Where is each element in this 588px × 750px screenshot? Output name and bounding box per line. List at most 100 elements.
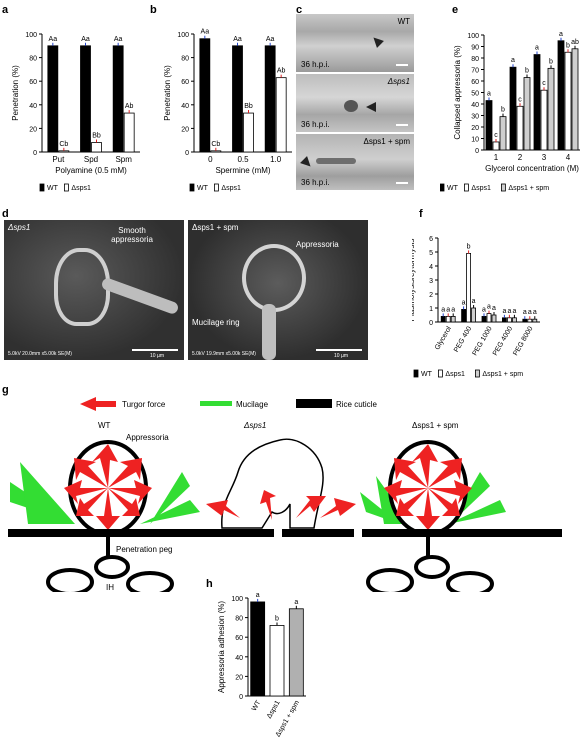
rice-cuticle <box>202 529 274 537</box>
x-tick-label: 2 <box>518 153 523 162</box>
significance-label: a <box>492 305 496 312</box>
bar <box>450 316 456 323</box>
y-tick-label: 100 <box>467 33 479 40</box>
y-axis-label: Penetration (%) <box>163 65 172 121</box>
y-axis-label: Plasmolysis/cytorrhysis <box>412 239 416 322</box>
significance-label: b <box>525 68 529 75</box>
panel-letter-g: g <box>2 384 9 396</box>
y-tick-label: 20 <box>471 125 479 132</box>
penetration-peg-label: Penetration peg <box>116 545 173 554</box>
rice-cuticle <box>8 529 208 537</box>
significance-label: a <box>528 309 532 316</box>
diagram-panel-g: Turgor force Mucilage Rice cuticle WT Δs… <box>8 397 562 592</box>
scale-bar <box>396 124 408 126</box>
bar <box>243 112 254 153</box>
panel-letter-e: e <box>452 4 459 16</box>
legend-swatch <box>214 183 219 192</box>
sps1-spm-diagram <box>360 440 562 592</box>
y-tick-label: 80 <box>471 56 479 63</box>
bar <box>516 105 524 151</box>
y-tick-label: 20 <box>235 674 243 681</box>
rice-cuticle <box>362 529 562 537</box>
g-title-sps1: Δsps1 <box>243 421 266 430</box>
significance-label: a <box>512 308 516 315</box>
x-tick-label: Spd <box>84 155 98 164</box>
significance-label: Aa <box>266 36 275 43</box>
micrograph-sps1: Δsps1 36 h.p.i. <box>296 74 414 132</box>
x-axis-label: Glycerol concentration (M) <box>485 164 579 173</box>
bar <box>564 51 572 151</box>
bar <box>210 150 222 153</box>
y-tick-label: 0 <box>239 694 243 701</box>
legend-swatch <box>437 369 443 378</box>
sem-image-sps1: Δsps1 Smooth appressoria 5.0kV 20.0mm x5… <box>4 220 184 360</box>
bar <box>288 608 304 697</box>
y-tick-label: 60 <box>235 635 243 642</box>
significance-label: ab <box>571 39 579 46</box>
mucilage-shape <box>448 500 506 524</box>
turgor-legend-arrow <box>80 397 116 411</box>
x-tick-label: 3 <box>542 153 547 162</box>
legend-label: Δsps1 + spm <box>508 185 549 192</box>
significance-label: b <box>501 107 505 114</box>
sem-sps1-title: Δsps1 <box>8 223 31 232</box>
mucilage-ring-label: Mucilage ring <box>192 318 240 327</box>
cuticle-legend-label: Rice cuticle <box>336 400 377 409</box>
significance-label: Bb <box>92 133 101 140</box>
x-tick-label: 1.0 <box>270 155 282 164</box>
y-tick-label: 40 <box>29 103 37 110</box>
y-tick-label: 3 <box>429 278 433 285</box>
significance-label: a <box>511 57 515 64</box>
y-tick-label: 60 <box>471 79 479 86</box>
x-tick-label: 1 <box>494 153 499 162</box>
legend-swatch <box>413 369 419 378</box>
micrograph-sps1-spm-label: Δsps1 + spm <box>363 137 410 146</box>
penetration-peg <box>426 537 430 557</box>
micrograph-sps1-time: 36 h.p.i. <box>301 120 330 129</box>
sem-sps1-spm-footer: 5.0kV 19.9mm x5.00k SE(M) <box>192 351 256 357</box>
y-tick-label: 20 <box>181 126 189 133</box>
significance-label: a <box>507 308 511 315</box>
ih-shape <box>414 555 450 579</box>
y-tick-label: 0 <box>185 150 189 157</box>
mucilage-legend-label: Mucilage <box>236 400 269 409</box>
ih-shape <box>126 571 174 592</box>
bar <box>492 141 500 151</box>
bar <box>123 112 135 153</box>
arrowhead-icon <box>366 102 376 112</box>
panel-letter-d: d <box>2 208 9 220</box>
y-tick-label: 5 <box>429 250 433 257</box>
y-tick-label: 70 <box>471 68 479 75</box>
bar <box>250 601 266 697</box>
significance-label: Aa <box>233 36 242 43</box>
legend-label: Δsps1 <box>221 185 241 192</box>
legend-swatch <box>440 183 445 192</box>
significance-label: a <box>559 31 563 38</box>
x-tick-label: 0 <box>208 155 213 164</box>
significance-label: a <box>523 309 527 316</box>
mucilage-shape <box>20 462 75 524</box>
micrograph-sps1-spm-time: 36 h.p.i. <box>301 178 330 187</box>
bar <box>533 54 541 151</box>
significance-label: a <box>487 304 491 311</box>
significance-label: Ab <box>125 103 134 110</box>
significance-label: Cb <box>211 141 220 148</box>
mucilage-shape <box>140 500 200 524</box>
bar <box>471 307 476 323</box>
x-tick-label: Spm <box>115 155 132 164</box>
g-title-sps1-spm: Δsps1 + spm <box>412 421 459 430</box>
ih-shape <box>446 571 494 592</box>
significance-label: a <box>446 306 450 313</box>
ih-shape <box>46 568 94 592</box>
y-tick-label: 100 <box>231 596 243 603</box>
bar <box>523 77 531 151</box>
y-tick-label: 1 <box>429 306 433 313</box>
significance-label: a <box>502 308 506 315</box>
hypha-shape <box>100 276 180 316</box>
bar <box>80 45 91 153</box>
sem-sps1-scale: 10 µm <box>150 353 164 359</box>
y-tick-label: 60 <box>29 79 37 86</box>
bar <box>275 77 287 153</box>
